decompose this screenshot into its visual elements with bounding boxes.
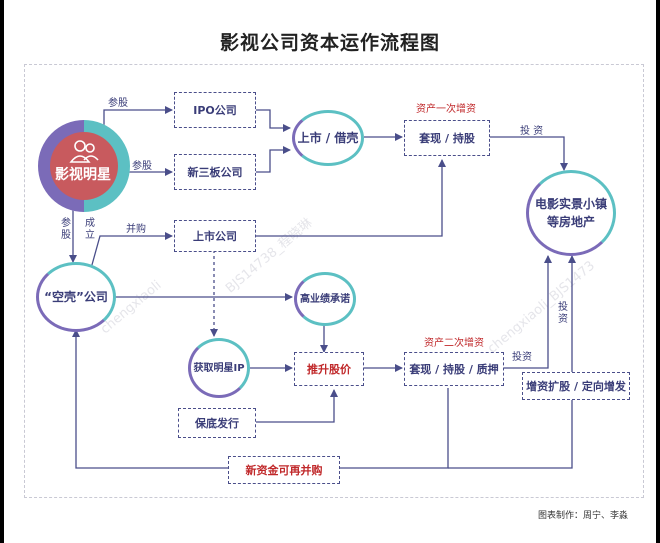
edge-label-invest-1: 投 资 xyxy=(520,126,544,137)
edge-label-invest-3: 投资 xyxy=(512,352,532,363)
node-new-fund: 新资金可再并购 xyxy=(228,456,340,484)
node-guarantee: 保底发行 xyxy=(178,408,256,438)
star-ring-icon xyxy=(38,120,130,212)
node-town-line-2: 等房地产 xyxy=(546,215,595,229)
node-neeq: 新三板公司 xyxy=(174,154,256,190)
node-cashout-1: 套现 / 持股 xyxy=(404,120,490,156)
edge-label-acquire: 并购 xyxy=(126,224,146,235)
edge-label-invest-2: 投 资 xyxy=(558,302,568,325)
node-star: 影视明星 xyxy=(55,167,111,183)
edge-label-shares-ipo: 参股 xyxy=(108,98,128,109)
node-town-line-1: 电影实景小镇 xyxy=(534,197,607,211)
diagram-title: 影视公司资本运作流程图 xyxy=(219,32,440,54)
chart-credit: 图表制作：周宁、李淼 xyxy=(537,511,628,521)
node-expand: 增资扩股 / 定向增发 xyxy=(522,372,630,400)
node-listing: 上市 / 借壳 xyxy=(292,110,364,166)
edge-label-shares-shell: 参股 xyxy=(61,218,71,241)
diagram-frame xyxy=(24,64,644,498)
diagram-canvas: 影视公司资本运作流程图 chengxiaoli BJS14738_程晓琳 che… xyxy=(4,0,656,543)
edge-label-shares-neeq: 参股 xyxy=(132,161,152,172)
edge-label-appreciation-2: 资产二次增资 xyxy=(424,338,484,349)
node-shell-line-2: 公司 xyxy=(83,290,108,304)
connector-lines xyxy=(69,106,576,469)
edge-label-found: 成立 xyxy=(85,218,95,241)
node-cashout-2: 套现 / 持股 / 质押 xyxy=(404,352,504,386)
node-shell-line-1: “空壳” xyxy=(44,290,84,304)
node-town: 电影实景小镇等房地产 xyxy=(526,170,616,256)
edge-label-appreciation-1: 资产一次增资 xyxy=(416,104,476,115)
node-star-ip: 获取明星IP xyxy=(188,338,250,398)
node-ipo: IPO公司 xyxy=(174,92,256,128)
node-performance: 高业绩承诺 xyxy=(294,272,356,326)
node-push-price: 推升股价 xyxy=(294,352,364,386)
node-shell-company: “空壳”公司 xyxy=(36,262,116,332)
node-listed: 上市公司 xyxy=(174,220,256,252)
